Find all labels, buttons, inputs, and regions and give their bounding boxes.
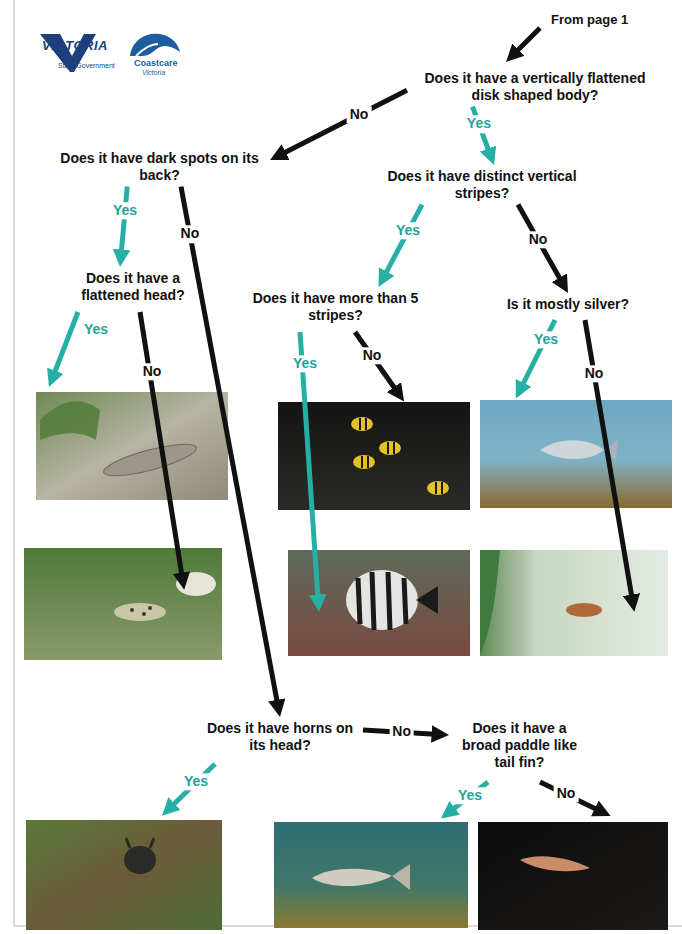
branch-label: Yes — [393, 222, 423, 239]
branch-label: Yes — [290, 355, 320, 372]
branch-label: No — [140, 363, 165, 380]
branch-label: No — [526, 231, 551, 248]
branch-label: Yes — [531, 331, 561, 348]
decision-question: Does it have distinct vertical stripes? — [362, 168, 602, 202]
no-arrow — [282, 90, 407, 154]
branch-label: No — [347, 106, 372, 123]
question-text: Does it have a flattened head? — [68, 270, 198, 304]
yes-arrow — [522, 320, 555, 386]
branch-label: Yes — [181, 773, 211, 790]
decision-question: Does it have a flattened head? — [68, 270, 198, 304]
branch-label: Yes — [110, 202, 140, 219]
no-arrow — [585, 320, 632, 598]
branch-label: Yes — [455, 787, 485, 804]
no-arrow — [355, 332, 396, 390]
branch-label: No — [360, 347, 385, 364]
question-text: Does it have horns on its head? — [200, 720, 360, 754]
no-arrow — [540, 782, 598, 810]
logo-text: Coastcare — [134, 58, 178, 68]
branch-label: No — [554, 785, 579, 802]
branch-label: No — [178, 226, 203, 243]
decision-question: Does it have a broad paddle like tail fi… — [452, 720, 587, 770]
start-arrow — [516, 28, 540, 52]
decision-question: Does it have dark spots on its back? — [52, 150, 267, 184]
question-text: Does it have a broad paddle like tail fi… — [452, 720, 587, 770]
yes-arrow — [452, 782, 488, 810]
decision-question: Does it have more than 5 stripes? — [228, 290, 443, 324]
decision-question: Is it mostly silver? — [488, 296, 648, 313]
logo-subtext: Victoria — [142, 69, 165, 76]
branch-label: Yes — [464, 115, 494, 132]
question-text: Does it have more than 5 stripes? — [228, 290, 443, 324]
no-arrow — [140, 312, 182, 576]
yes-arrow — [172, 764, 215, 806]
no-arrow — [518, 205, 561, 281]
logo-subtext: State Government — [58, 62, 115, 69]
question-text: Does it have a vertically flattened disk… — [410, 70, 660, 104]
start-note: From page 1 — [551, 12, 628, 27]
branch-label: No — [582, 365, 607, 382]
no-arrow — [181, 187, 277, 704]
branch-label: Yes — [81, 321, 111, 338]
decision-question: Does it have a vertically flattened disk… — [410, 70, 660, 104]
question-text: Is it mostly silver? — [488, 296, 648, 313]
logo-text: VICTORIA — [42, 38, 108, 53]
yes-arrow — [54, 312, 78, 374]
question-text: Does it have dark spots on its back? — [52, 150, 267, 184]
yes-arrow — [121, 187, 127, 253]
question-text: Does it have distinct vertical stripes? — [362, 168, 602, 202]
branch-label: No — [389, 724, 414, 741]
decision-question: Does it have horns on its head? — [200, 720, 360, 754]
